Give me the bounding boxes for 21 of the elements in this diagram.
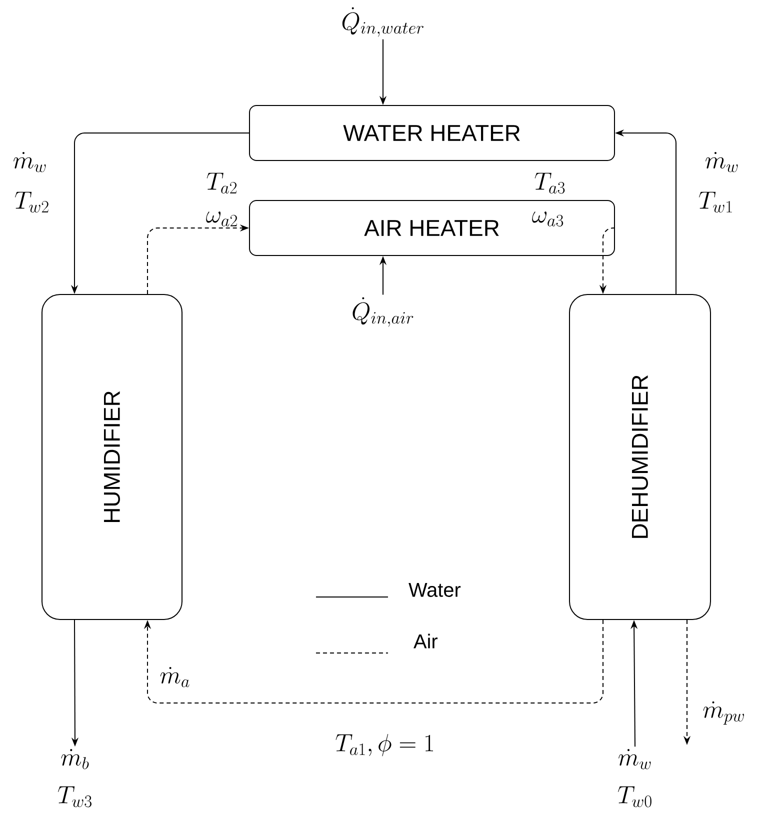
stream-label: $T_{w2}$: [15, 192, 48, 212]
stream-label: $T_{a2}$: [206, 172, 237, 194]
stream-label: $T_{a3}$: [534, 172, 565, 194]
stream-label: $\dot{Q}_{in,air}$: [352, 297, 414, 327]
stream-label: $T_{a1}, \phi = 1$: [336, 734, 433, 756]
stream-label: $\dot{Q}_{in,water}$: [342, 7, 424, 37]
stream-label: $\dot{m}_a$: [160, 667, 190, 688]
stream-label: $\dot{m}_b$ $T_{w3}$: [58, 749, 92, 808]
stream-label: $\dot{m}_w$: [706, 152, 738, 172]
stream-label: $\dot{m}_w$ $T_{w0}$: [618, 749, 652, 808]
legend-label: Air: [414, 634, 438, 648]
column-box: DEHUMIDIFIER: [569, 294, 711, 620]
legend-label: Water: [408, 583, 461, 597]
stream-label: $\dot{m}_{pw}$: [703, 701, 744, 725]
stream-label: $\omega_{a2}$: [206, 212, 237, 226]
stream-label: $\omega_{a3}$: [532, 212, 564, 226]
stream-label: $T_{w1}$: [699, 192, 732, 212]
column-box: HUMIDIFIER: [42, 294, 182, 620]
arrow: [144, 620, 604, 704]
stream-label: $\dot{m}_w$: [14, 152, 46, 172]
process-box: WATER HEATER: [249, 105, 615, 161]
